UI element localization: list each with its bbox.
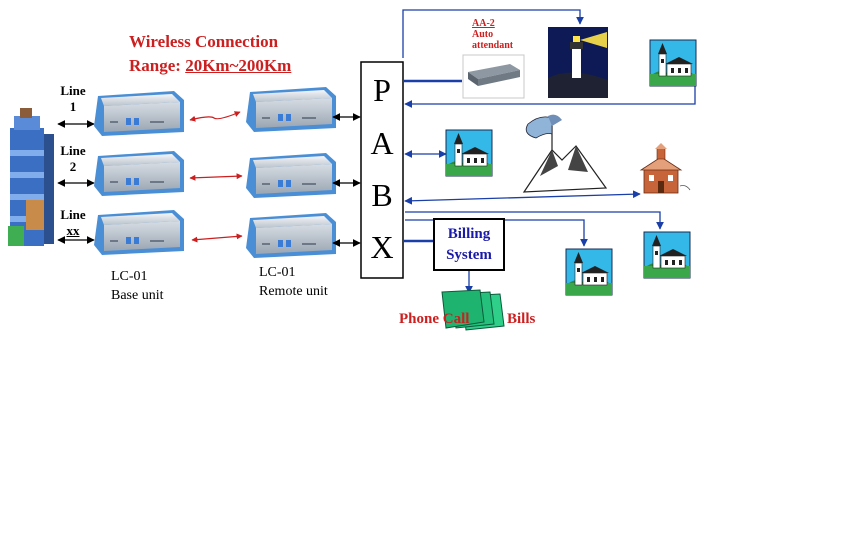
remote-unit-label: LC-01 Remote unit xyxy=(259,263,328,301)
line-label-number: xx xyxy=(66,223,80,238)
line-label-2: Line 2 xyxy=(56,143,90,175)
billing-system-box: Billing System xyxy=(433,218,505,271)
base-unit-devices xyxy=(94,91,184,255)
range-prefix: Range: xyxy=(129,56,186,75)
pabx-connectors xyxy=(332,113,361,247)
line-label-word: Line xyxy=(60,83,86,98)
church-icon xyxy=(649,39,697,87)
line-connectors xyxy=(57,120,95,244)
church-icon xyxy=(445,129,493,177)
lighthouse-icon xyxy=(548,27,608,98)
pabx-letter-a: A xyxy=(370,125,394,161)
bills-label: Bills xyxy=(507,311,536,327)
range-value: 20Km~200Km xyxy=(185,56,292,75)
line-label-word: Line xyxy=(60,207,86,222)
line-label-number: 1 xyxy=(69,99,77,114)
document-stack-icon xyxy=(441,289,505,331)
auto-attendant-label: AA-2 Auto attendant xyxy=(472,18,513,51)
schoolhouse-icon xyxy=(639,143,691,194)
mountain-flag-icon xyxy=(522,114,608,193)
line-label-word: Line xyxy=(60,143,86,158)
line-label-1: Line 1 xyxy=(56,83,90,115)
pabx-box xyxy=(360,61,404,279)
billing-line-2: System xyxy=(446,247,492,263)
church-icon xyxy=(565,248,613,296)
phone-call-label: Phone Call xyxy=(399,311,470,327)
wireless-connection-title: Wireless Connection xyxy=(129,32,279,51)
base-unit-label: LC-01 Base unit xyxy=(111,267,164,305)
range-label: Range: 20Km~200Km xyxy=(129,56,291,76)
remote-unit-devices xyxy=(246,87,336,258)
auto-attendant-line3: attendant xyxy=(472,40,514,51)
pabx-letter-x: X xyxy=(370,229,394,265)
office-building-icon xyxy=(8,108,54,246)
church-icon xyxy=(643,231,691,279)
base-unit-desc: Base unit xyxy=(111,288,164,303)
remote-unit-model: LC-01 xyxy=(259,265,296,280)
pabx-letter-b: B xyxy=(371,177,393,213)
auto-attendant-model: AA-2 xyxy=(472,18,495,29)
pabx-letter-p: P xyxy=(373,72,391,108)
modem-device-icon xyxy=(462,54,525,99)
auto-attendant-line2: Auto xyxy=(472,29,494,40)
wireless-links xyxy=(189,111,243,243)
base-unit-model: LC-01 xyxy=(111,269,148,284)
line-label-xx: Line xx xyxy=(56,207,90,239)
line-label-number: 2 xyxy=(69,159,77,174)
remote-unit-desc: Remote unit xyxy=(259,284,328,299)
billing-line-1: Billing xyxy=(447,226,491,242)
